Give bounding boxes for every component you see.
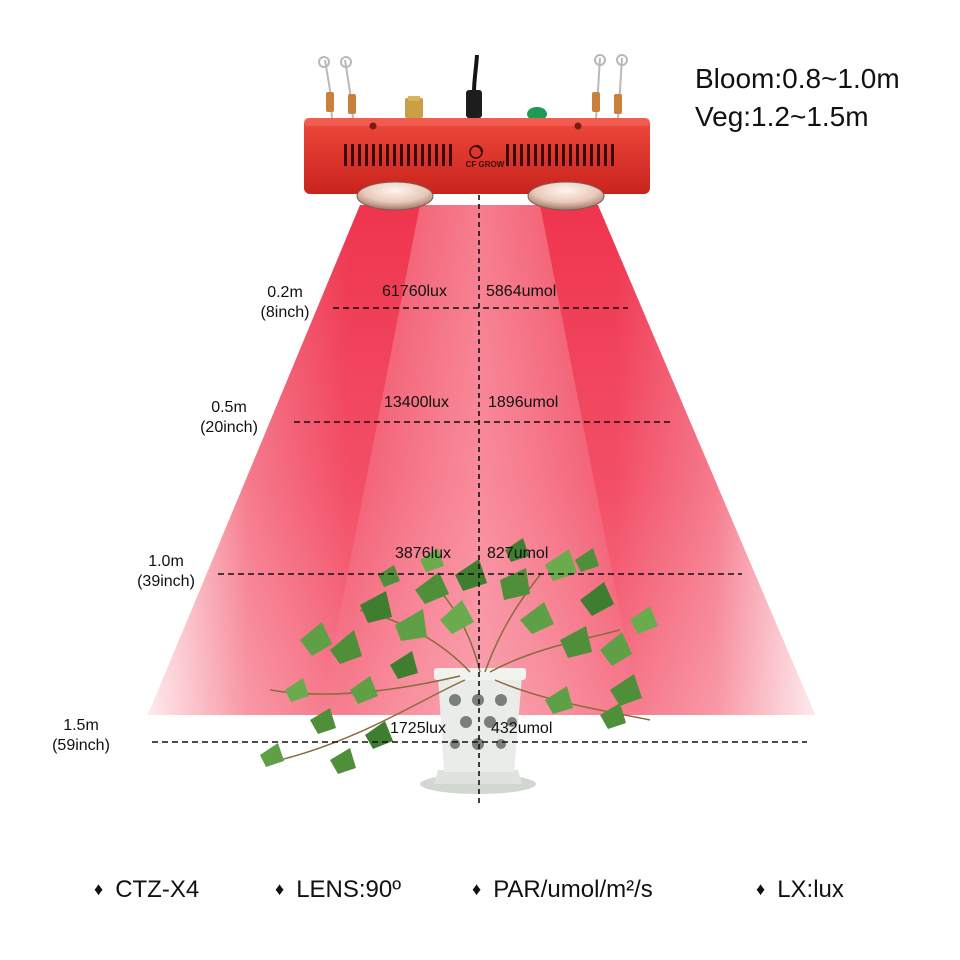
legend-item-par: ♦ PAR/umol/m²/s [472, 876, 653, 904]
distance-label-1: 0.2m (8inch) [230, 283, 340, 323]
distance-metric-2: 0.5m [211, 399, 247, 416]
distance-label-2: 0.5m (20inch) [174, 398, 284, 438]
hanging-wires [318, 54, 628, 119]
distance-inch-2: (20inch) [200, 419, 258, 436]
dimmer-knob [405, 96, 423, 118]
hanger-clips [326, 92, 622, 114]
brand-label: CF GROW [465, 160, 505, 169]
grow-light-fixture [304, 118, 650, 194]
lux-value-3: 3876lux [395, 545, 452, 562]
diamond-bullet-icon: ♦ [756, 879, 766, 899]
diamond-bullet-icon: ♦ [275, 879, 285, 899]
distance-lines [152, 307, 807, 743]
legend-item-model: ♦ CTZ-X4 [94, 876, 199, 904]
distance-label-4: 1.5m (59inch) [26, 716, 136, 756]
legend-label-model: CTZ-X4 [115, 876, 200, 903]
distance-inch-1: (8inch) [260, 304, 310, 321]
distance-metric-4: 1.5m [63, 717, 99, 734]
plant-leaves [260, 538, 658, 774]
distance-inch-3: (39inch) [137, 573, 195, 590]
potted-plant [260, 538, 658, 794]
lux-value-2: 13400lux [384, 394, 449, 411]
legend-label-lux: LX:lux [777, 876, 844, 903]
umol-value-1: 5864umol [486, 283, 557, 300]
power-switch [527, 107, 547, 121]
umol-value-3: 827umol [487, 545, 549, 562]
veg-distance-text: Veg:1.2~1.5m [695, 101, 869, 132]
legend-item-lens: ♦ LENS:90º [275, 876, 401, 904]
legend-label-par: PAR/umol/m²/s [493, 876, 653, 903]
umol-value-4: 432umol [491, 720, 553, 737]
legend-item-lux: ♦ LX:lux [756, 876, 844, 904]
bloom-distance-text: Bloom:0.8~1.0m [695, 63, 900, 94]
diamond-bullet-icon: ♦ [94, 879, 104, 899]
umol-value-2: 1896umol [488, 394, 559, 411]
legend-label-lens: LENS:90º [296, 876, 402, 903]
distance-label-3: 1.0m (39inch) [111, 552, 221, 592]
distance-metric-1: 0.2m [267, 284, 303, 301]
diamond-bullet-icon: ♦ [472, 879, 482, 899]
cob-lenses [356, 181, 605, 211]
lux-value-4: 1725lux [390, 720, 447, 737]
distance-inch-4: (59inch) [52, 737, 110, 754]
light-beam [148, 205, 815, 715]
plant-pot [420, 668, 536, 794]
distance-metric-3: 1.0m [148, 553, 184, 570]
power-cable [466, 54, 482, 118]
lux-value-1: 61760lux [382, 283, 447, 300]
